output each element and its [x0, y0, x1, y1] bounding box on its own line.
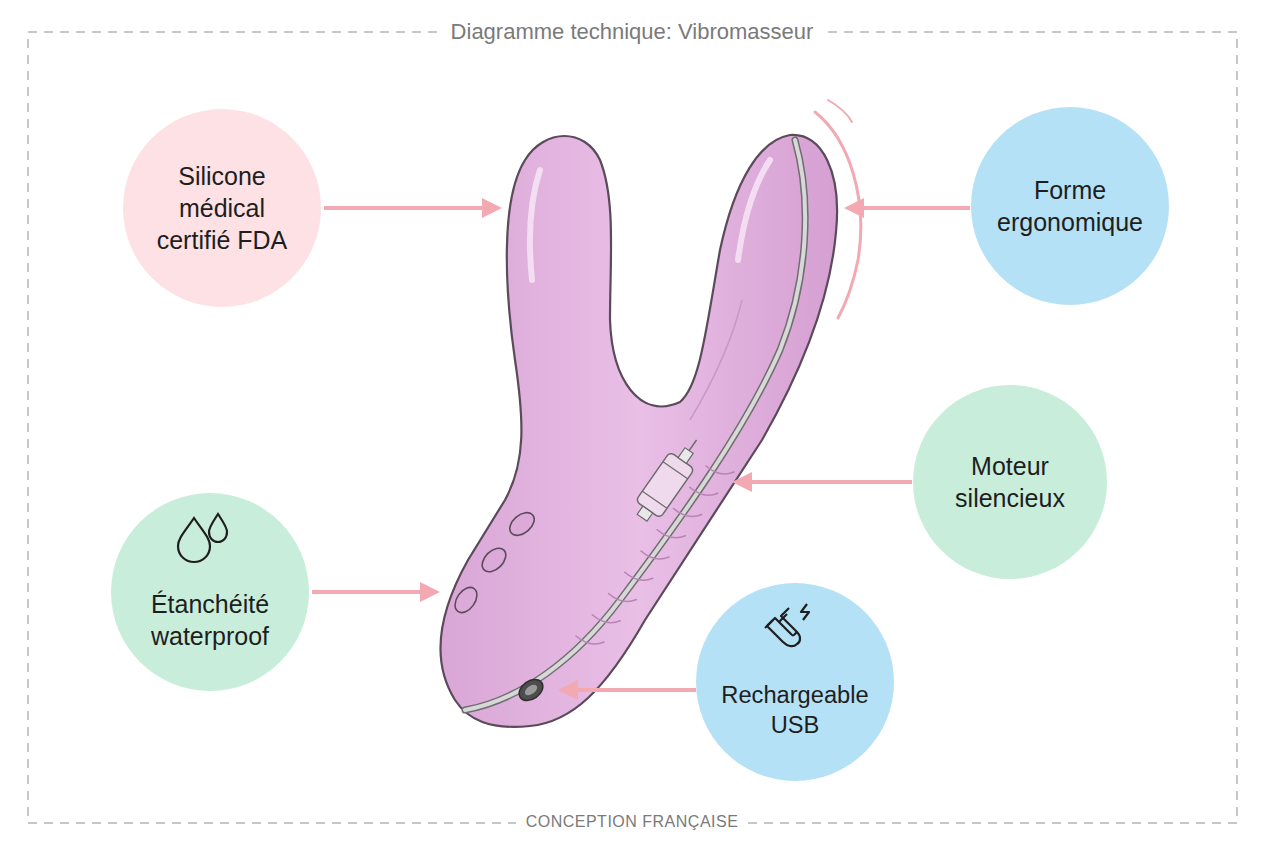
- feature-circle: Rechargeable USB: [695, 582, 895, 782]
- charging-port: [523, 683, 539, 698]
- vibrator-body: [441, 135, 837, 727]
- circle-shape: [912, 384, 1108, 580]
- grip-ridge: [674, 509, 702, 517]
- grip-ridge: [706, 466, 734, 474]
- highlight: [738, 160, 770, 260]
- highlight: [530, 170, 540, 280]
- texture-bumps: [451, 508, 539, 617]
- grip-ridge: [641, 551, 669, 559]
- circle-fill: [913, 385, 1107, 579]
- circle-fill: [696, 583, 894, 781]
- circle-fill: [111, 493, 309, 691]
- circle-shape: [970, 106, 1170, 306]
- text-wrap: Moteur silencieux: [930, 450, 1090, 514]
- feature-circle: Forme ergonomique: [970, 106, 1170, 306]
- text-wrap: Rechargeable USB: [700, 624, 890, 741]
- grip-ridge: [592, 615, 620, 623]
- feature-label: Silicone médical certifié FDA: [142, 160, 302, 256]
- grip-ridge: [609, 594, 637, 602]
- grip-ridges: [576, 466, 734, 644]
- feature-label: Rechargeable USB: [700, 680, 890, 741]
- dashed-frame: [28, 32, 1237, 823]
- feature-label: Étanchéité waterproof: [125, 588, 295, 652]
- grip-ridge: [576, 636, 604, 644]
- feature-label: Moteur silencieux: [930, 450, 1090, 514]
- motor: [630, 431, 709, 526]
- text-wrap: Étanchéité waterproof: [125, 532, 295, 652]
- water-drop-icon: [178, 514, 227, 562]
- caption: CONCEPTION FRANÇAISE: [516, 813, 749, 831]
- feature-circle: Silicone médical certifié FDA: [122, 108, 322, 308]
- leader-arrow: [312, 208, 970, 690]
- feature-label: Forme ergonomique: [983, 174, 1158, 238]
- motion-arc: [828, 100, 852, 122]
- grip-ridge: [625, 572, 653, 580]
- circle-fill: [971, 107, 1169, 305]
- text-wrap: Forme ergonomique: [983, 174, 1158, 238]
- feature-circle: Moteur silencieux: [912, 384, 1108, 580]
- charging-port: [515, 675, 547, 705]
- diagram-title: Diagramme technique: Vibromasseur: [441, 19, 824, 45]
- feature-circle: Étanchéité waterproof: [110, 492, 310, 692]
- grip-ridge: [657, 530, 685, 538]
- circle-fill: [123, 109, 321, 307]
- magnet-icon: [765, 604, 809, 646]
- grip-ridge: [690, 487, 718, 495]
- shade-line: [690, 300, 742, 420]
- text-wrap: Silicone médical certifié FDA: [142, 160, 302, 256]
